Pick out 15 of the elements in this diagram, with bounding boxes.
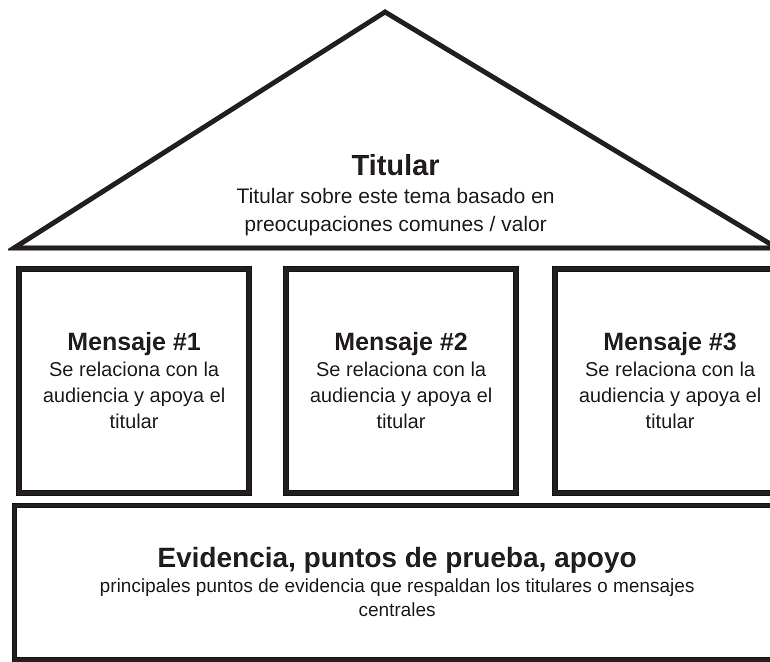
heading: Titular [351, 148, 440, 184]
heading: Mensaje #3 [603, 327, 737, 357]
pillar-box [552, 266, 770, 496]
heading: Mensaje #2 [334, 327, 468, 357]
heading: Mensaje #1 [67, 327, 201, 357]
pillar-box [283, 266, 519, 496]
heading: Evidencia, puntos de prueba, apoyo [157, 541, 637, 575]
body-text: Titular sobre este tema basado en preocupaciones comunes / valor [236, 184, 556, 238]
body-text: Se relaciona con la audiencia y apoya el titular [308, 358, 494, 435]
roof-triangle [8, 8, 770, 252]
body-text: Se relaciona con la audiencia y apoya el titular [42, 358, 226, 435]
foundation-box [12, 503, 770, 662]
body-text: Se relaciona con la audiencia y apoya el titular [578, 358, 762, 435]
pillar-box [16, 266, 252, 496]
body-text: principales puntos de evidencia que respaldan los titulares o mensajes centrales [98, 574, 696, 624]
